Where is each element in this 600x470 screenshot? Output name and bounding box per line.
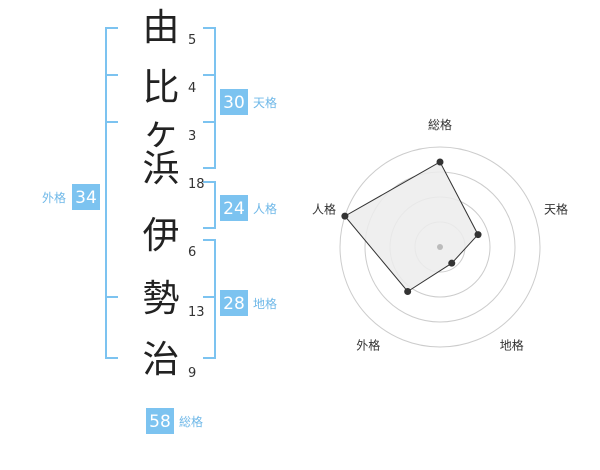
- gaikaku-value: 34: [75, 188, 97, 208]
- gaikaku-badge: 外格 34: [42, 184, 100, 210]
- name-char-4: 浜: [143, 147, 180, 190]
- radar-axis-label-2: 天格: [544, 201, 568, 216]
- stroke-count-7: 9: [188, 366, 196, 381]
- tenkaku-value: 30: [223, 93, 245, 113]
- name-char-7: 治: [143, 338, 180, 381]
- chikaku-badge-box: [220, 290, 248, 316]
- stroke-count-3: 3: [188, 129, 196, 144]
- name-char-2: 比: [143, 66, 180, 109]
- jinkaku-value: 24: [223, 199, 245, 219]
- radar-area: [344, 161, 479, 293]
- gaikaku-bracket: [105, 27, 118, 359]
- tenkaku-badge: 30 天格: [220, 89, 277, 115]
- name-char-3: ヶ: [143, 110, 180, 153]
- radar-point-1: [436, 158, 444, 166]
- chikaku-label: 地格: [253, 296, 277, 311]
- stroke-count-5: 6: [188, 245, 196, 260]
- stroke-count-6: 13: [188, 305, 205, 320]
- radar-axis-label-1: 総格: [428, 117, 452, 132]
- jinkaku-badge-box: [220, 195, 248, 221]
- tenkaku-bracket: [203, 27, 216, 169]
- soukaku-label: 総格: [179, 414, 203, 429]
- name-char-6: 勢: [143, 277, 180, 320]
- chikaku-badge: 28 地格: [220, 290, 277, 316]
- radar-axis-label-3: 地格: [500, 338, 524, 353]
- jinkaku-badge: 24 人格: [220, 195, 277, 221]
- stroke-count-2: 4: [188, 81, 196, 96]
- radar-ring-4: [339, 146, 541, 348]
- radar-point-2: [474, 231, 482, 239]
- soukaku-badge-box: [146, 408, 174, 434]
- soukaku-value: 58: [149, 412, 171, 432]
- stroke-count-1: 5: [188, 33, 196, 48]
- chikaku-value: 28: [223, 294, 245, 314]
- stroke-count-4: 18: [188, 177, 205, 192]
- name-char-5: 伊: [143, 214, 180, 257]
- jinkaku-label: 人格: [253, 201, 277, 216]
- radar-point-5: [341, 212, 349, 220]
- chikaku-bracket: [203, 239, 216, 359]
- tenkaku-label: 天格: [253, 95, 277, 110]
- jinkaku-bracket: [203, 181, 216, 229]
- name-char-1: 由: [143, 6, 180, 49]
- radar-axis-label-4: 外格: [356, 338, 380, 353]
- gaikaku-badge-box: [72, 184, 100, 210]
- radar-axis-label-5: 人格: [312, 201, 336, 216]
- radar-point-3: [448, 259, 456, 267]
- soukaku-badge: 58 総格: [146, 408, 203, 434]
- stroke-counts: 5 4 3 18 6 13 9: [188, 33, 205, 381]
- gaikaku-label: 外格: [42, 190, 66, 205]
- radar-point-4: [404, 287, 412, 295]
- tenkaku-badge-box: [220, 89, 248, 115]
- radar-center: [437, 244, 443, 250]
